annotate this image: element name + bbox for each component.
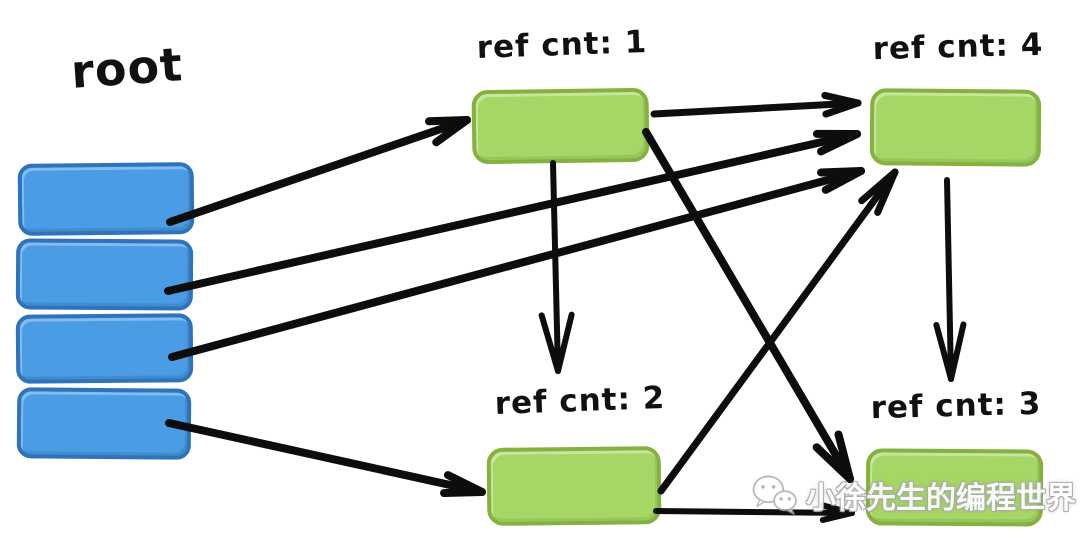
node-ref3-label: ref cnt: 3 — [870, 385, 1042, 427]
node-ref1-label: ref cnt: 1 — [476, 23, 648, 66]
node-ref4-box — [869, 88, 1042, 167]
root-slot-1 — [17, 162, 195, 236]
edge-root-slot-1--ref1 — [166, 116, 471, 226]
node-ref4-label: ref cnt: 4 — [872, 26, 1044, 68]
node-ref2-label: ref cnt: 2 — [494, 379, 666, 422]
root-slot-3 — [15, 313, 194, 384]
node-ref1-box — [471, 87, 650, 165]
edge-ref1--ref3 — [642, 128, 854, 483]
watermark-text: 小徐先生的编程世界 — [806, 481, 1076, 516]
edge-root-slot-3--ref4 — [168, 167, 865, 361]
root-slot-2 — [15, 238, 194, 311]
root-label: root — [69, 36, 185, 99]
edge-ref4--ref3 — [933, 177, 967, 382]
wechat-icon — [752, 475, 797, 515]
node-ref2-box — [486, 446, 662, 526]
edge-ref1--ref4 — [650, 91, 862, 118]
edge-ref2--ref4 — [657, 168, 899, 495]
root-slot-4 — [16, 387, 192, 460]
edge-root-slot-4--ref2 — [165, 419, 486, 498]
edge-ref1--ref2 — [538, 160, 575, 374]
watermark: 小徐先生的编程世界 — [750, 470, 1076, 520]
